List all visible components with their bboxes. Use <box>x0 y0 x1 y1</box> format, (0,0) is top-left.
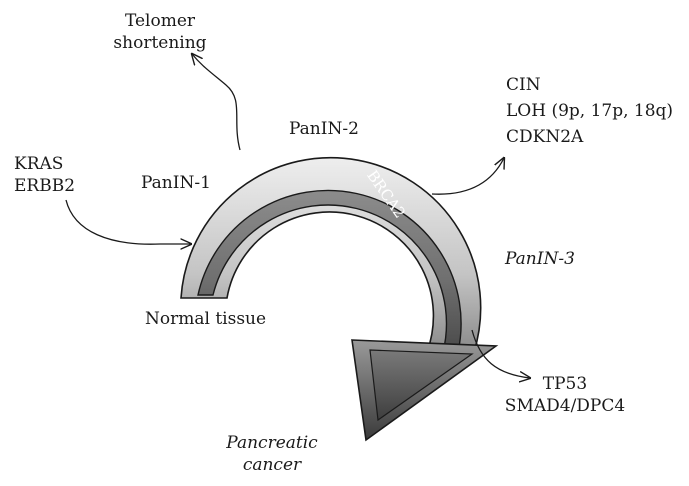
panin3-label: PanIN-3 <box>505 249 575 269</box>
panin2-label: PanIN-2 <box>289 119 359 139</box>
tp53-connector-arrow <box>471 329 530 378</box>
cin-connector-arrow <box>431 158 504 195</box>
kras-connector-arrow <box>65 199 191 244</box>
normal-tissue-label: Normal tissue <box>145 309 267 329</box>
pancreatic-cancer-label: Pancreatic cancer <box>226 433 318 475</box>
progression-arrow-head-inner <box>369 349 474 422</box>
telomer-connector-arrow <box>192 54 241 151</box>
late-genes-label: TP53 SMAD4/DPC4 <box>504 374 626 416</box>
mid-genes-label: CIN LOH (9p, 17p, 18q) CDKN2A <box>506 75 674 147</box>
panin1-label: PanIN-1 <box>141 173 211 193</box>
telomer-shortening-label: Telomer shortening <box>113 11 207 53</box>
progression-arrow-band <box>180 156 482 353</box>
early-genes-label: KRAS ERBB2 <box>14 154 76 196</box>
